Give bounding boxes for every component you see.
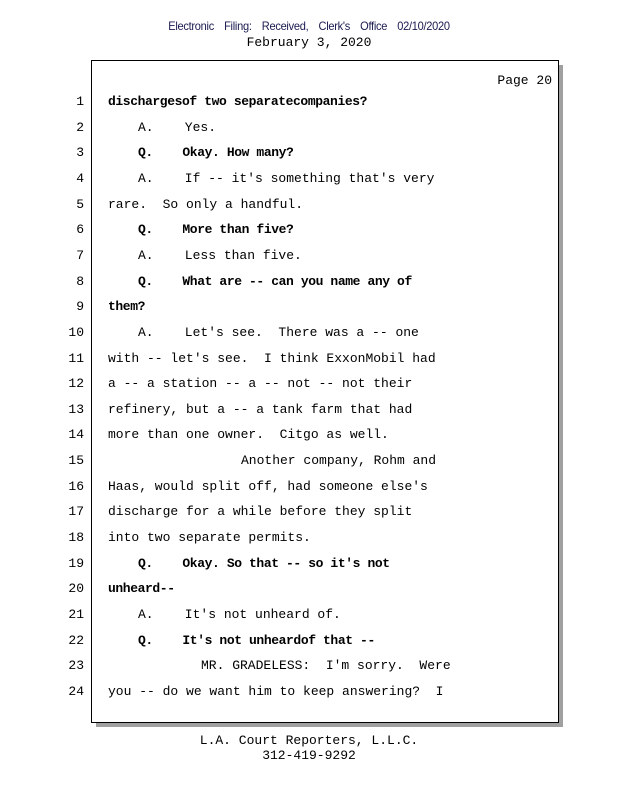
line-number: 20	[68, 581, 84, 597]
line-text: A. If -- it's something that's very	[138, 170, 435, 186]
transcript-line: 7 A. Less than five.	[76, 246, 552, 266]
line-number: 15	[68, 453, 84, 469]
line-text: them?	[108, 299, 146, 315]
line-number: 12	[68, 376, 84, 392]
transcript-line: 6 Q. More than five?	[76, 220, 552, 240]
line-text: Q. More than five?	[138, 222, 294, 238]
transcript-line: 23 MR. GRADELESS: I'm sorry. Were	[68, 656, 552, 676]
line-number: 14	[68, 427, 84, 443]
line-text: discharge for a while before they split	[108, 504, 413, 520]
transcript-line: 14 more than one owner. Citgo as well.	[68, 425, 552, 445]
line-text: A. Let's see. There was a -- one	[138, 324, 419, 340]
line-number: 4	[76, 170, 84, 186]
line-text: more than one owner. Citgo as well.	[108, 427, 389, 443]
line-text: MR. GRADELESS: I'm sorry. Were	[201, 658, 451, 674]
line-text: A. It's not unheard of.	[138, 607, 341, 622]
transcript-line: 15 Another company, Rohm and	[68, 451, 552, 471]
transcript-line: 10 A. Let's see. There was a -- one	[68, 323, 552, 343]
transcript-line: 12 a -- a station -- a -- not -- not thei…	[68, 374, 552, 394]
line-number: 23	[68, 658, 84, 674]
transcript-line: 11 with -- let's see. I think ExxonMobil …	[68, 349, 552, 369]
line-text: refinery, but a -- a tank farm that had	[108, 401, 413, 417]
line-number: 13	[68, 401, 84, 417]
transcript-line: 4 A. If -- it's something that's very	[76, 169, 552, 189]
line-number: 6	[76, 222, 84, 238]
line-number: 11	[68, 350, 84, 366]
line-text: Q. Okay. So that -- so it's not	[138, 555, 390, 571]
line-number: 19	[68, 555, 84, 571]
transcript-line: 19 Q. Okay. So that -- so it's not	[68, 554, 552, 574]
transcript-line: 1 dischargesof two separatecompanies?	[76, 92, 552, 112]
transcript-line: 18 into two separate permits.	[68, 528, 552, 548]
line-number: 5	[76, 196, 84, 212]
line-number: 18	[68, 530, 84, 546]
transcript-line: 20 unheard--	[68, 579, 552, 599]
line-text: Q. What are -- can you name any of	[138, 273, 412, 289]
transcript-line: 5 rare. So only a handful.	[76, 195, 552, 215]
line-text: dischargesof two separatecompanies?	[108, 94, 368, 109]
line-number: 24	[68, 683, 84, 699]
line-text: A. Yes.	[138, 119, 217, 135]
line-number: 17	[68, 504, 84, 520]
line-text: Haas, would split off, had someone else'…	[108, 478, 428, 494]
line-text: you -- do we want him to keep answering?…	[108, 683, 444, 699]
line-number: 3	[76, 145, 84, 161]
line-text: Q. It's not unheardof that --	[138, 632, 375, 648]
transcript-line: 24 you -- do we want him to keep answerin…	[68, 682, 552, 702]
transcript-line: 16 Haas, would split off, had someone els…	[68, 477, 552, 497]
transcript-line: 21 A. It's not unheard of.	[68, 605, 552, 625]
line-text: rare. So only a handful.	[108, 196, 304, 212]
transcript-line: 22 Q. It's not unheardof that --	[68, 631, 552, 651]
line-number: 21	[68, 607, 84, 622]
line-number: 9	[76, 299, 84, 315]
line-number: 10	[68, 324, 84, 340]
line-text: a -- a station -- a -- not -- not their	[108, 376, 413, 392]
line-text: into two separate permits.	[108, 530, 311, 546]
transcript-line: 13 refinery, but a -- a tank farm that ha…	[68, 400, 552, 420]
line-text: with -- let's see. I think ExxonMobil ha…	[108, 350, 436, 366]
transcript-line: 8 Q. What are -- can you name any of	[76, 272, 552, 292]
line-number: 22	[68, 632, 84, 648]
line-number: 7	[76, 247, 84, 263]
transcript-line: 3 Q. Okay. How many?	[76, 143, 552, 163]
page-number: Page 20	[497, 73, 552, 88]
transcript-page: Page 20 1 dischargesof two separatecompan…	[68, 60, 559, 723]
reporter-company: L.A. Court Reporters, L.L.C.	[199, 733, 419, 748]
reporter-phone: 312-419-9292	[262, 748, 356, 763]
transcript-line: 9 them?	[76, 297, 552, 317]
line-text: unheard--	[108, 581, 175, 597]
transcript-line: 17 discharge for a while before they spli…	[68, 502, 552, 522]
electronic-filing-stamp: Electronic Filing: Received, Clerk's Off…	[168, 19, 450, 33]
line-number: 1	[76, 94, 84, 109]
deposition-date: February 3, 2020	[246, 35, 372, 50]
line-number: 16	[68, 478, 84, 494]
transcript-line: 2 A. Yes.	[76, 118, 552, 138]
line-text: Another company, Rohm and	[241, 453, 437, 469]
line-text: A. Less than five.	[138, 247, 302, 263]
footer: L.A. Court Reporters, L.L.C. 312-419-929…	[0, 733, 618, 763]
line-number: 2	[76, 119, 84, 135]
line-number: 8	[76, 273, 84, 289]
line-text: Q. Okay. How many?	[138, 145, 294, 161]
